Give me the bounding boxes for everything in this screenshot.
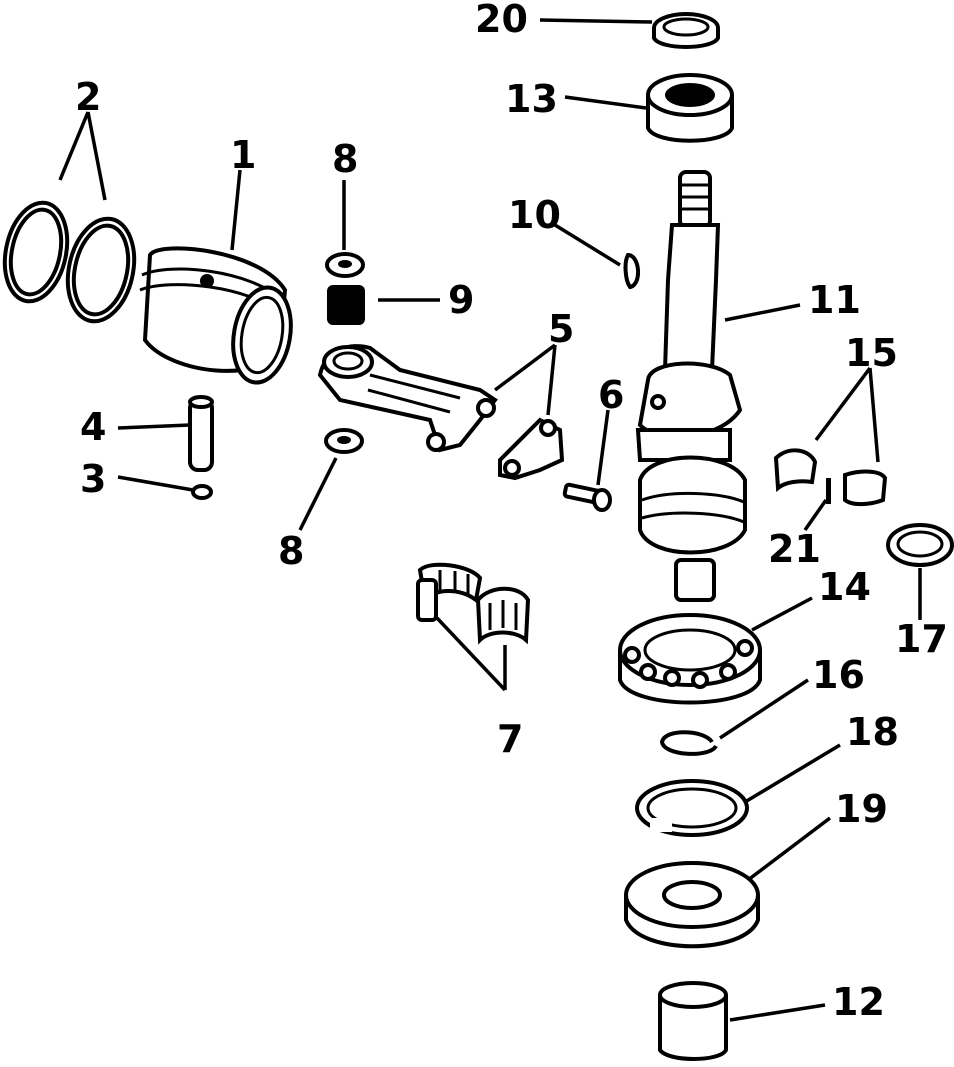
needle-bearing-cages [416,562,531,645]
callout-21: 21 [768,527,821,571]
thrust-washer-bottom [324,428,364,454]
callout-7: 7 [497,717,523,761]
piston [139,246,293,385]
spacer [624,861,760,949]
callout-14: 14 [818,565,871,609]
callout-16: 16 [812,653,865,697]
callout-12: 12 [832,980,885,1024]
callout-8-bottom: 8 [278,529,304,573]
rod-cap [498,417,565,481]
callout-6: 6 [598,373,624,417]
snap-ring [659,730,718,756]
retaining-ring [635,779,749,837]
needle-bearing [327,285,365,325]
main-bearing-halves [773,448,888,507]
callout-9: 9 [448,278,474,322]
seal-ring [886,523,954,567]
callout-3: 3 [80,457,106,501]
callout-19: 19 [835,787,888,831]
callout-18: 18 [846,710,899,754]
callout-20: 20 [475,0,528,41]
woodruff-key [623,252,640,290]
callout-8-top: 8 [332,137,358,181]
lower-ball-bearing [618,613,762,705]
crankshaft [635,170,747,602]
callout-15: 15 [845,331,898,375]
callout-17: 17 [895,617,948,661]
callout-numbers: 2 1 8 9 4 3 8 5 6 7 10 20 13 11 15 21 17… [75,0,948,1024]
callout-5: 5 [548,307,574,351]
connecting-rod [317,344,498,453]
wrist-pin [188,395,214,472]
locating-pin [826,478,831,504]
oil-seal-top [652,12,720,49]
cap-screw [562,482,612,512]
upper-bearing [646,73,734,143]
callout-2: 2 [75,75,101,119]
callout-11: 11 [808,278,861,322]
thrust-washer-top [325,252,365,278]
bushing [658,981,728,1061]
callout-13: 13 [505,77,558,121]
leader-lines [58,18,922,1022]
callout-1: 1 [230,133,256,177]
callout-4: 4 [80,405,106,449]
callout-10: 10 [508,193,561,237]
piston-rings [2,200,137,324]
pin-retainer [191,484,213,500]
